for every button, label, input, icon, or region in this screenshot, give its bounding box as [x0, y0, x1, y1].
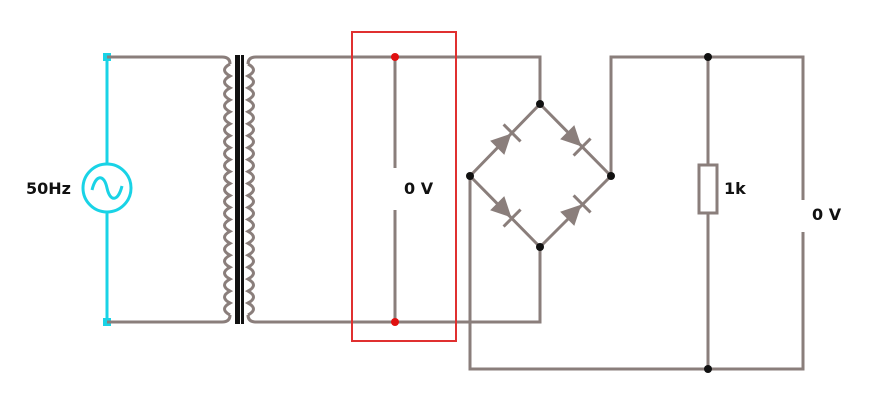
junction-nodes	[466, 53, 712, 373]
probe-dot-bottom[interactable]	[391, 318, 399, 326]
secondary-coil	[244, 62, 255, 317]
voltmeter-probe[interactable]	[391, 53, 399, 326]
probe-reading: 0 V	[404, 179, 434, 198]
transformer[interactable]	[223, 55, 255, 324]
resistor[interactable]	[697, 163, 719, 215]
bridge-rectifier[interactable]	[468, 102, 613, 249]
junction-node	[536, 100, 544, 108]
primary-wires	[107, 55, 232, 324]
selection-highlight[interactable]	[351, 31, 457, 342]
primary-coil	[223, 62, 234, 317]
secondary-wire-bottom	[246, 247, 542, 324]
junction-node	[704, 53, 712, 61]
junction-node	[466, 172, 474, 180]
source-label: 50Hz	[26, 179, 71, 198]
transformer-core-left	[235, 55, 240, 324]
junction-node	[607, 172, 615, 180]
output-wire-bottom	[468, 176, 805, 371]
resistor-label: 1k	[724, 179, 746, 198]
output-reading: 0 V	[812, 205, 842, 224]
transformer-core-right	[241, 55, 244, 324]
junction-node	[536, 243, 544, 251]
sine-curve	[90, 176, 124, 200]
secondary-wire-top	[246, 55, 542, 104]
junction-node	[704, 365, 712, 373]
secondary-wires	[246, 55, 542, 324]
probe-dot-top[interactable]	[391, 53, 399, 61]
ac-source[interactable]	[81, 53, 133, 326]
